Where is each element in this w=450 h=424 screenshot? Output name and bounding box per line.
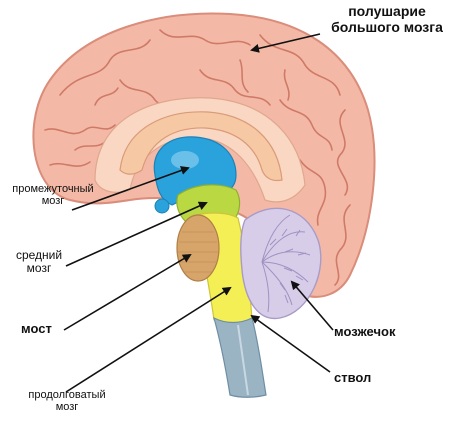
arrow-icon [65, 201, 208, 267]
label-diencephalon-line2: мозг [41, 195, 65, 208]
cord-highlight [237, 324, 249, 396]
corpus-callosum [119, 111, 283, 182]
label-medulla-line2: мозг [55, 401, 79, 414]
pointer-arrows [63, 33, 334, 393]
arrow-icon [63, 253, 192, 331]
label-pons: мост [21, 321, 52, 336]
arrow-icon [290, 280, 334, 331]
arbor-vitae [261, 214, 311, 313]
medulla-oblongata [213, 316, 267, 398]
arrow-icon [250, 314, 331, 373]
cerebellum [240, 207, 322, 320]
label-medulla: продолговатый мозг [16, 389, 118, 414]
arrow-icon [250, 33, 321, 53]
medial-wall [94, 97, 306, 203]
label-midbrain: средний мозг [14, 248, 64, 276]
pituitary [154, 198, 170, 214]
arrow-icon [65, 286, 232, 393]
label-diencephalon: промежуточный мозг [3, 183, 103, 208]
label-diencephalon-line1: промежуточный [12, 183, 94, 195]
label-hemisphere-line2: большого мозга [331, 18, 443, 35]
label-hemisphere-line1: полушарие [348, 3, 426, 19]
label-midbrain-line2: мозг [26, 261, 52, 276]
label-midbrain-line1: средний [15, 248, 63, 262]
pons-fibers [178, 231, 218, 273]
arrow-icon [71, 166, 190, 211]
thalamus-highlight [171, 151, 199, 169]
label-brainstem: ствол [334, 370, 372, 385]
pons [176, 214, 220, 282]
label-medulla-line1: продолговатый [28, 389, 106, 401]
label-cerebellum: мозжечок [334, 324, 396, 339]
label-hemisphere: полушарие большого мозга [324, 3, 450, 35]
